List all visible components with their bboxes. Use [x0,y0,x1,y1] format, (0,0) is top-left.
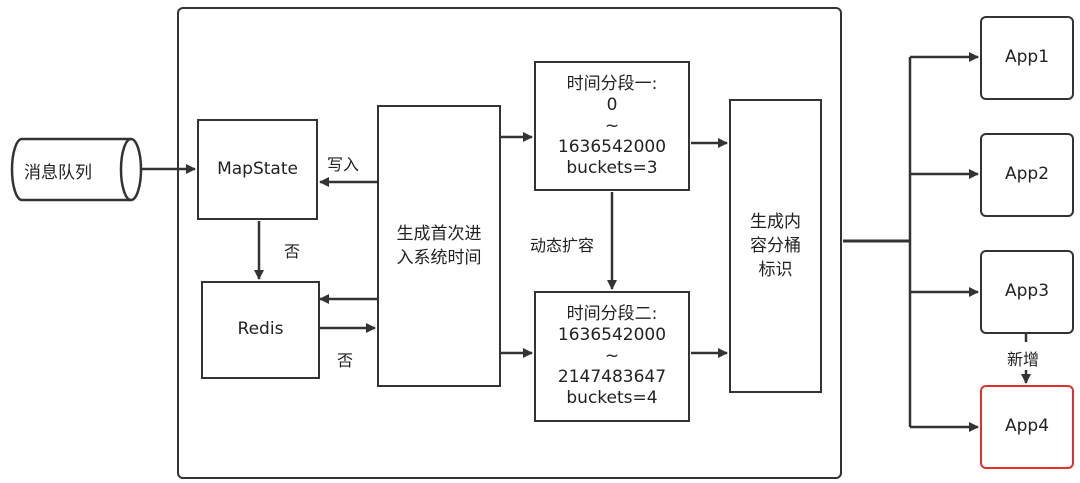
app2-node: App2 [980,133,1074,217]
first-time-node: 生成首次进 入系统时间 [377,105,501,387]
segment1-tilde: ~ [604,115,620,136]
edge-label-no-redis: 否 [337,351,354,370]
segment2-tilde: ~ [604,346,620,366]
bucket-id-label: 生成内 容分桶 标识 [750,212,801,280]
segment1-title: 时间分段一: [566,73,658,94]
edge-label-add: 新增 [1007,350,1040,369]
mapstate-node: MapState [197,119,318,220]
segment1-buckets: buckets=3 [566,157,658,178]
bucket-id-node: 生成内 容分桶 标识 [729,99,822,393]
edge-label-write: 写入 [327,155,360,174]
segment2-end: 2147483647 [557,367,667,387]
edge-label-no-mapstate: 否 [284,242,301,261]
queue-cylinder-body [10,137,131,202]
first-time-label: 生成首次进 入系统时间 [396,224,482,268]
app3-node: App3 [980,250,1074,334]
segment1-start: 0 [606,94,618,115]
segment1-node: 时间分段一: 0 ~ 1636542000 buckets=3 [534,61,690,191]
processing-container [177,7,842,479]
segment1-end: 1636542000 [557,136,667,157]
edge-label-expand: 动态扩容 [530,236,595,255]
segment2-buckets: buckets=4 [566,388,658,408]
segment2-start: 1636542000 [557,325,667,345]
redis-node: Redis [201,281,320,379]
segment2-title: 时间分段二: [566,304,658,324]
queue-cylinder-cap [119,137,143,202]
app4-node: App4 [980,385,1074,469]
queue-label: 消息队列 [24,163,92,183]
segment2-node: 时间分段二: 1636542000 ~ 2147483647 buckets=4 [534,291,690,422]
app1-node: App1 [980,16,1074,100]
